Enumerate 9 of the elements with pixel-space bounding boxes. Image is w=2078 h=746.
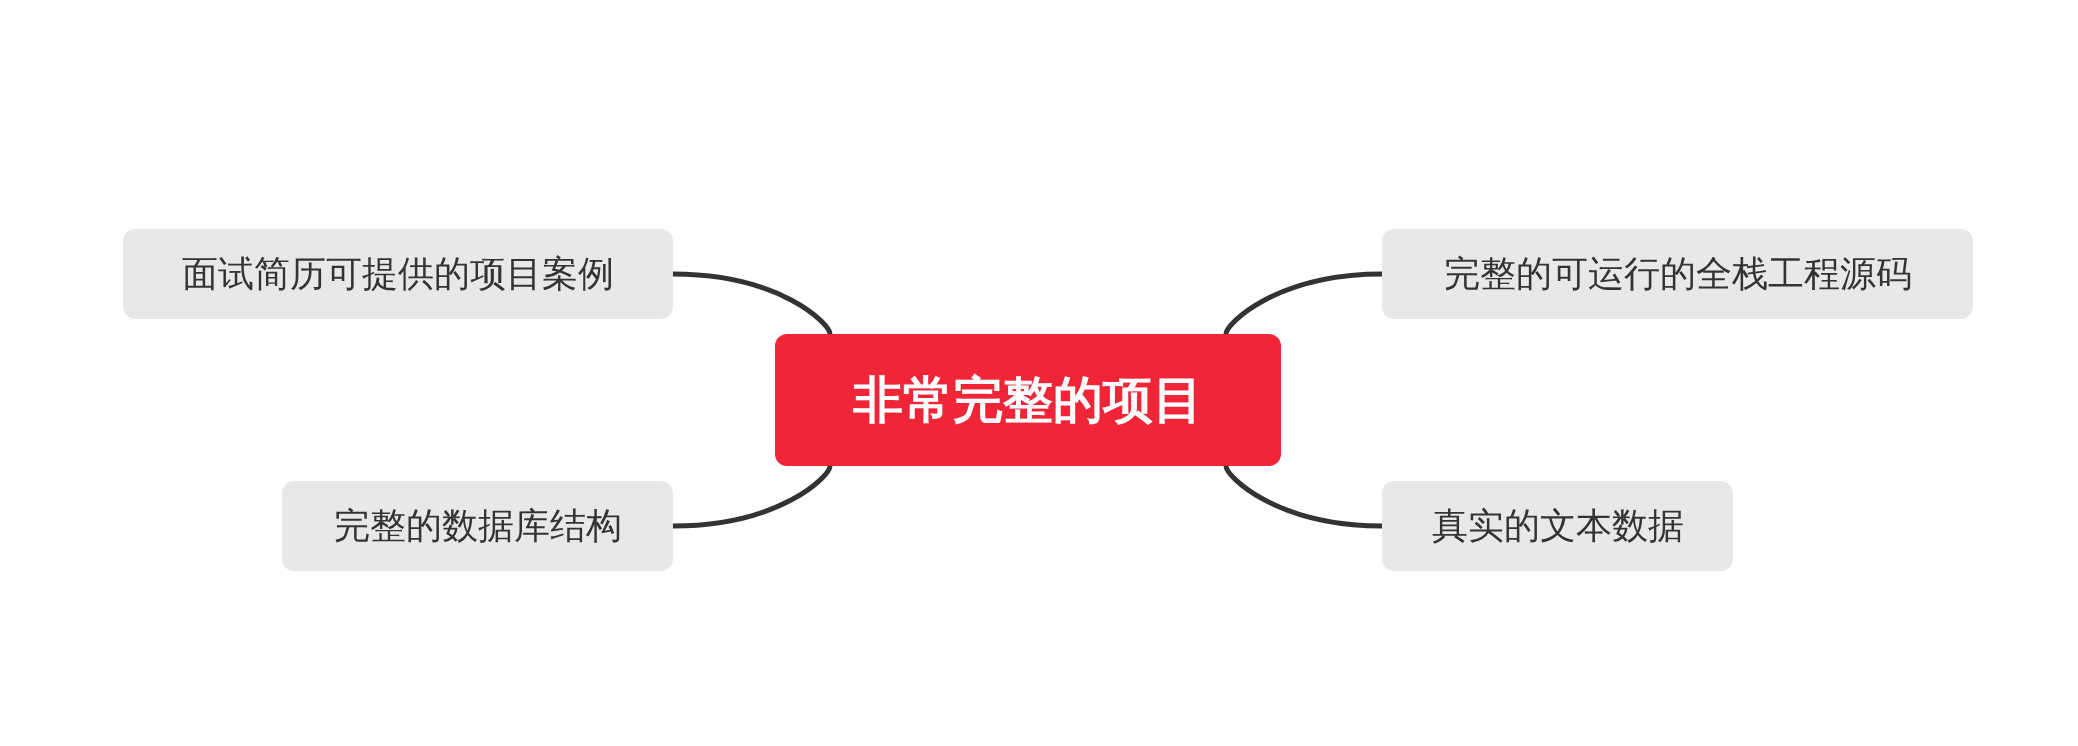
topic-box: 完整的可运行的全栈工程源码 — [1382, 229, 1973, 319]
connector-line — [1223, 271, 1383, 335]
topic-box: 真实的文本数据 — [1382, 481, 1733, 571]
connector-line — [672, 465, 833, 529]
topic-box: 面试简历可提供的项目案例 — [123, 229, 673, 319]
connector-line — [672, 271, 833, 335]
topic-box: 完整的数据库结构 — [282, 481, 673, 571]
connector-line — [1223, 465, 1383, 529]
central-topic-box: 非常完整的项目 — [775, 334, 1281, 466]
